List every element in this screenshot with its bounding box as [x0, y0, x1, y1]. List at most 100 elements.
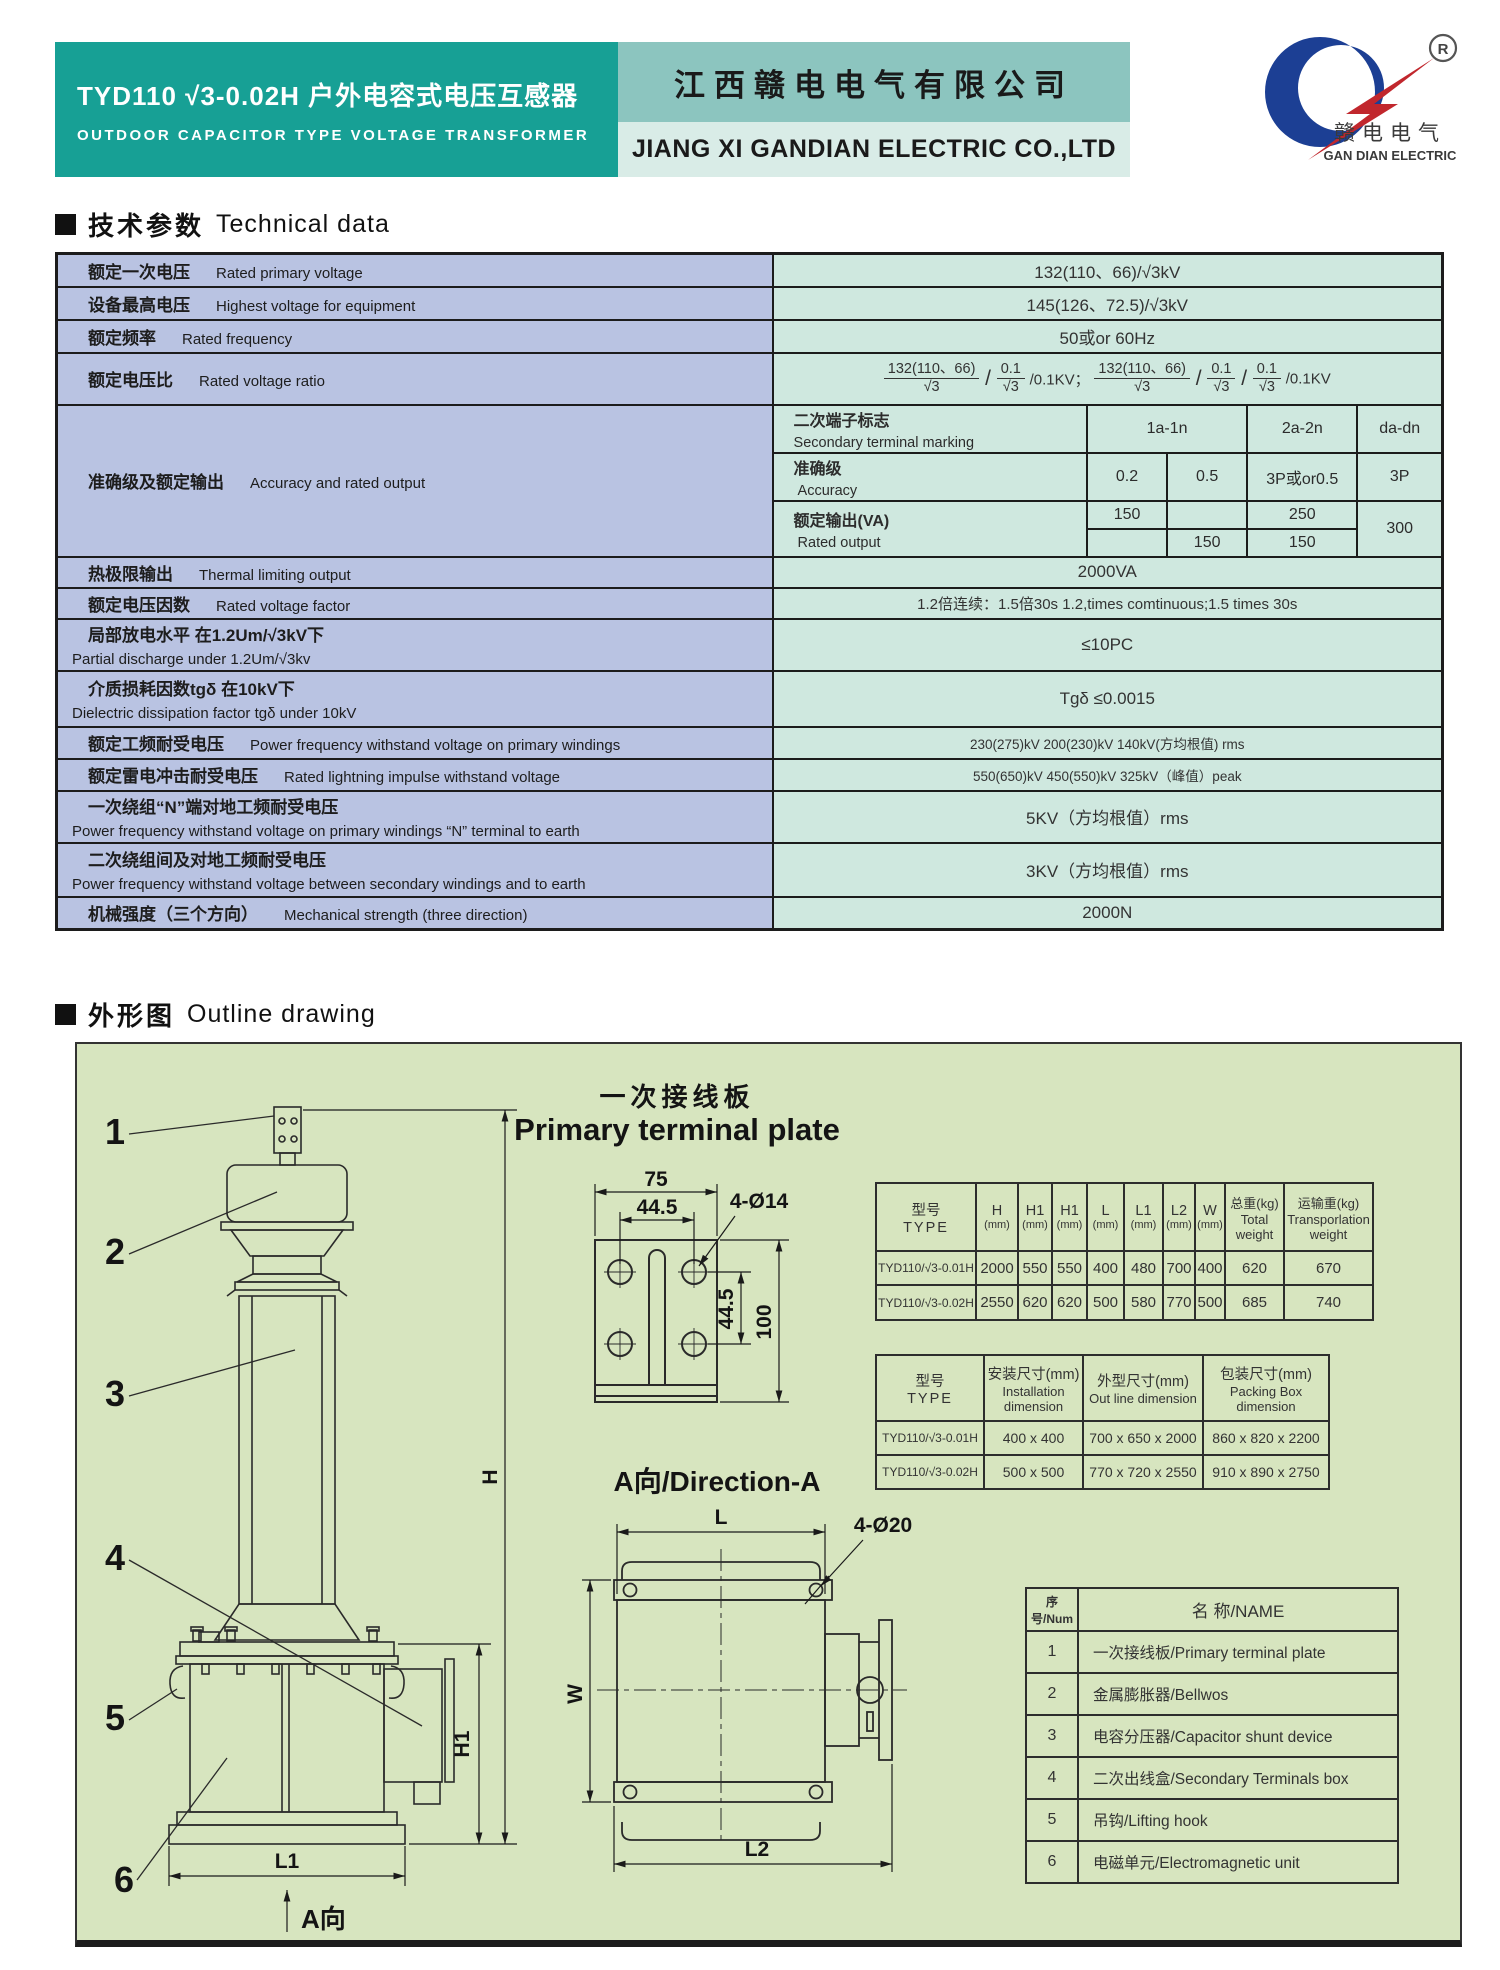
direction-a-view — [613, 1561, 893, 1841]
part-label-3: 3 — [105, 1373, 125, 1414]
section-square-icon — [55, 1004, 76, 1025]
base-plate-1 — [176, 1811, 398, 1826]
technical-heading-zh: 技术参数 — [88, 211, 205, 241]
company-logo: R 赣电电气 GAN DIAN ELECTRIC — [1238, 20, 1473, 172]
dim-4-d20: 4-Ø20 — [854, 1514, 912, 1537]
dim-44-5-v: 44.5 — [715, 1288, 738, 1329]
logo-lightning-icon — [1308, 58, 1434, 160]
outline-heading-en: Outline drawing — [187, 1000, 376, 1028]
part-label-2: 2 — [105, 1231, 125, 1272]
bellows-cap — [226, 1164, 348, 1223]
direction-a-centerlines — [597, 1549, 907, 1844]
product-title-block: TYD110 √3-0.02H 户外电容式电压互感器 OUTDOOR CAPAC… — [55, 42, 618, 177]
part-label-4: 4 — [105, 1537, 125, 1578]
product-title-zh: TYD110 √3-0.02H 户外电容式电压互感器 — [77, 80, 579, 111]
company-name-en: JIANG XI GANDIAN ELECTRIC CO.,LTD — [618, 122, 1130, 177]
outline-section-heading: 外形图 Outline drawing — [55, 996, 376, 1033]
section-square-icon — [55, 214, 76, 235]
dim-H: H — [479, 1469, 502, 1484]
outline-drawing-box: 1 2 3 4 5 6 H H1 L1 A向 一次接线板 — [75, 1042, 1462, 1947]
dim-L2: L2 — [745, 1838, 770, 1861]
logo-crescent-icon — [1265, 37, 1384, 147]
logo-text-en: GAN DIAN ELECTRIC — [1324, 148, 1458, 163]
base-plate-2 — [168, 1824, 406, 1845]
dim-44-5-h: 44.5 — [637, 1196, 678, 1219]
direction-a-arrow-label: A向 — [301, 1904, 346, 1934]
plate-title-en: Primary terminal plate — [514, 1112, 840, 1147]
label-en: Rated primary voltage — [216, 264, 363, 282]
plate-dimensions — [594, 1184, 789, 1403]
electromagnetic-unit-box — [189, 1663, 385, 1813]
value-cell: 132(110、66)/√3kV — [771, 252, 1444, 288]
dim-4-d14: 4-Ø14 — [730, 1190, 789, 1213]
parts-table-header: 序号/Num 名 称/NAME — [1025, 1587, 1399, 1632]
voltage-ratio-value: 132(110、66)√3 / 0.1√3 /0.1KV； 132(110、66… — [771, 351, 1444, 406]
part-label-6: 6 — [114, 1859, 134, 1900]
packing-row: TYD110/√3-0.01H 400 x 400 700 x 650 x 20… — [875, 1420, 1330, 1456]
secondary-terminal-box — [383, 1668, 443, 1783]
direction-a-title: A向/Direction-A — [614, 1466, 821, 1497]
lifting-hook-left — [169, 1665, 186, 1700]
packing-row: TYD110/√3-0.02H 500 x 500 770 x 720 x 25… — [875, 1454, 1330, 1490]
flange-bolts-top — [190, 1626, 380, 1643]
registered-mark-icon — [1428, 33, 1458, 63]
row-mechanical-strength: 机械强度（三个方向）Mechanical strength (three dir… — [55, 895, 1444, 931]
dim-W: W — [564, 1684, 587, 1704]
part-label-1: 1 — [105, 1111, 125, 1152]
flange-bolts-bottom — [201, 1663, 381, 1675]
rated-output-label: 额定输出(VA)Rated output — [771, 499, 1088, 558]
dim-100: 100 — [753, 1304, 776, 1339]
lifting-hook-right — [388, 1665, 405, 1700]
primary-terminal-plate-view — [594, 1239, 718, 1403]
dim-75: 75 — [644, 1168, 668, 1191]
technical-section-heading: 技术参数 Technical data — [55, 206, 390, 243]
direction-a-dimensions — [582, 1524, 893, 1872]
registered-mark-letter: R — [1438, 41, 1449, 58]
company-logo-icon: R 赣电电气 GAN DIAN ELECTRIC — [1265, 33, 1458, 163]
dim-H1: H1 — [451, 1730, 474, 1757]
dim-L1: L1 — [275, 1850, 300, 1873]
capacitor-column — [238, 1295, 336, 1605]
company-block: 江西赣电电气有限公司 JIANG XI GANDIAN ELECTRIC CO.… — [618, 42, 1130, 177]
transformer-side-view — [168, 1106, 455, 1845]
row-rated-output-top: 额定输出(VA)Rated output 150 250 300 — [57, 499, 1444, 558]
terminal-pin — [279, 1152, 296, 1166]
logo-text-zh: 赣电电气 — [1334, 122, 1446, 145]
outline-heading-zh: 外形图 — [88, 1001, 176, 1031]
company-name-zh: 江西赣电电气有限公司 — [618, 42, 1130, 122]
part-label-5: 5 — [105, 1697, 125, 1738]
plate-title-zh: 一次接线板 — [599, 1082, 754, 1112]
product-title-en: OUTDOOR CAPACITOR TYPE VOLTAGE TRANSFORM… — [77, 126, 590, 144]
